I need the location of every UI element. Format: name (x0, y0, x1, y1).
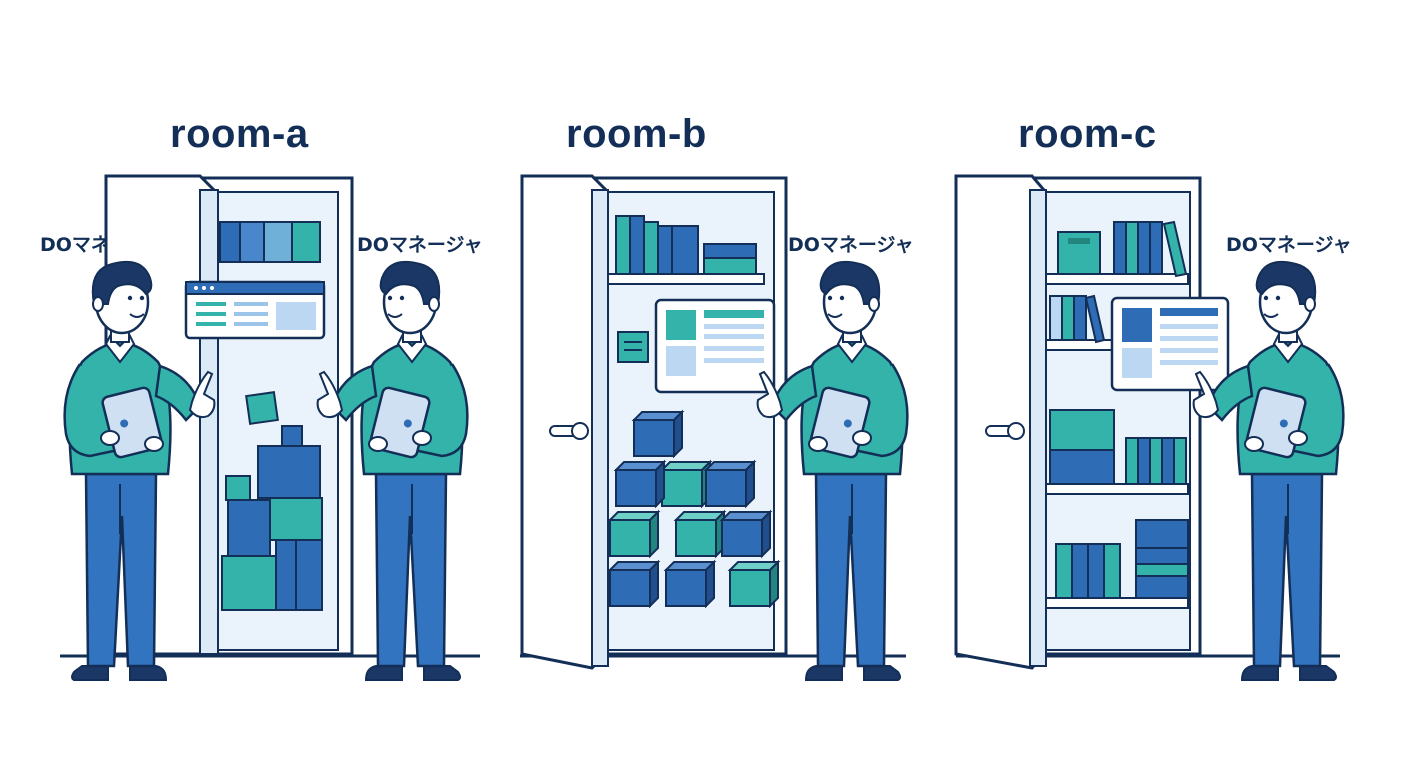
room-a (60, 174, 480, 682)
room-a-manager-right-label: DOマネージャ (357, 234, 483, 256)
door-handle-icon (985, 422, 1025, 440)
book-icon (615, 215, 757, 275)
room-b-manager-label: DOマネージャ (788, 234, 914, 256)
screen-icon (184, 280, 326, 340)
room-c-manager-label: DOマネージャ (1226, 234, 1352, 256)
screen-icon (654, 298, 776, 394)
book-icon (1049, 220, 1189, 599)
room-c (954, 174, 1345, 682)
screen-icon (1110, 296, 1230, 392)
room-b (520, 174, 909, 682)
room-c-title: room-c (1018, 112, 1157, 156)
room-a-title: room-a (170, 112, 309, 156)
door-handle-icon (549, 422, 589, 440)
room-b-title: room-b (566, 112, 707, 156)
